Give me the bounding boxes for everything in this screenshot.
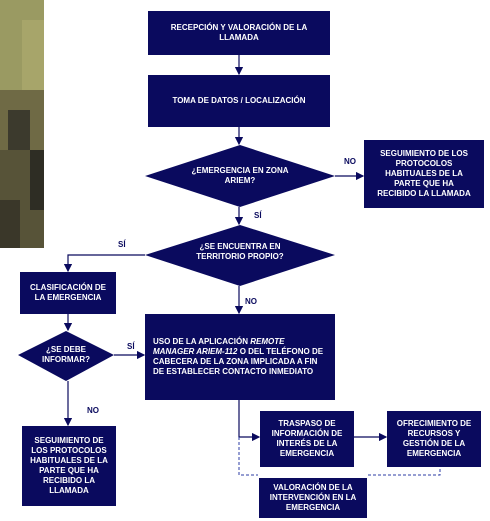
node-traspaso-label: TRASPASO DE INFORMACIÓN DE INTERÉS DE LA… xyxy=(271,419,343,458)
node-recepcion: RECEPCIÓN Y VALORACIÓN DE LA LLAMADA xyxy=(148,11,330,55)
node-valoracion: VALORACIÓN DE LA INTERVENCIÓN EN LA EMER… xyxy=(259,478,367,518)
node-uso-aplicacion-label: USO DE LA APLICACIÓN REMOTE MANAGER ARIE… xyxy=(153,337,327,377)
decision-se-debe-informar-label: ¿SE DEBE INFORMAR? xyxy=(42,345,90,364)
label-no-territorio: NO xyxy=(245,297,257,306)
node-valoracion-label: VALORACIÓN DE LA INTERVENCIÓN EN LA EMER… xyxy=(269,483,357,512)
label-no-emergencia: NO xyxy=(344,157,356,166)
decision-emergencia-ariem xyxy=(145,145,335,207)
label-no-informar: NO xyxy=(87,406,99,415)
node-toma-datos-label: TOMA DE DATOS / LOCALIZACIÓN xyxy=(172,96,306,105)
decision-emergencia-ariem-label: ¿EMERGENCIA EN ZONA ARIEM? xyxy=(191,166,289,185)
node-clasificacion: CLASIFICACIÓN DE LA EMERGENCIA xyxy=(20,272,116,314)
decision-territorio-propio-label: ¿SE ENCUENTRA EN TERRITORIO PROPIO? xyxy=(196,242,284,261)
node-ofrecimiento: OFRECIMIENTO DE RECURSOS Y GESTIÓN DE LA… xyxy=(387,411,481,467)
node-seguimiento-no-label: SEGUIMIENTO DE LOS PROTOCOLOS HABITUALES… xyxy=(30,436,108,495)
node-recepcion-label: RECEPCIÓN Y VALORACIÓN DE LA LLAMADA xyxy=(170,23,308,42)
node-seguimiento-no: SEGUIMIENTO DE LOS PROTOCOLOS HABITUALES… xyxy=(22,426,116,506)
node-clasificacion-label: CLASIFICACIÓN DE LA EMERGENCIA xyxy=(30,283,106,302)
node-seguimiento-parte-label: SEGUIMIENTO DE LOS PROTOCOLOS HABITUALES… xyxy=(377,149,471,198)
background-photo xyxy=(0,0,44,248)
uso-aplicacion-text-b: REMOTE MANAGER ARIEM-112 xyxy=(153,337,285,356)
uso-aplicacion-text-c: O DEL TELÉFONO DE CABECERA DE LA ZONA IM… xyxy=(153,347,324,376)
node-ofrecimiento-label: OFRECIMIENTO DE RECURSOS Y GESTIÓN DE LA… xyxy=(396,419,472,458)
uso-aplicacion-text-a: USO DE LA APLICACIÓN xyxy=(153,337,248,346)
node-toma-datos: TOMA DE DATOS / LOCALIZACIÓN xyxy=(148,75,330,127)
decision-se-debe-informar xyxy=(18,331,114,381)
label-si-territorio: SÍ xyxy=(118,240,126,249)
node-traspaso: TRASPASO DE INFORMACIÓN DE INTERÉS DE LA… xyxy=(260,411,354,467)
label-si-emergencia: SÍ xyxy=(254,211,262,220)
node-uso-aplicacion: USO DE LA APLICACIÓN REMOTE MANAGER ARIE… xyxy=(145,314,335,400)
decision-territorio-propio xyxy=(145,225,335,286)
node-seguimiento-parte: SEGUIMIENTO DE LOS PROTOCOLOS HABITUALES… xyxy=(364,140,484,208)
label-si-informar: SÍ xyxy=(127,342,135,351)
